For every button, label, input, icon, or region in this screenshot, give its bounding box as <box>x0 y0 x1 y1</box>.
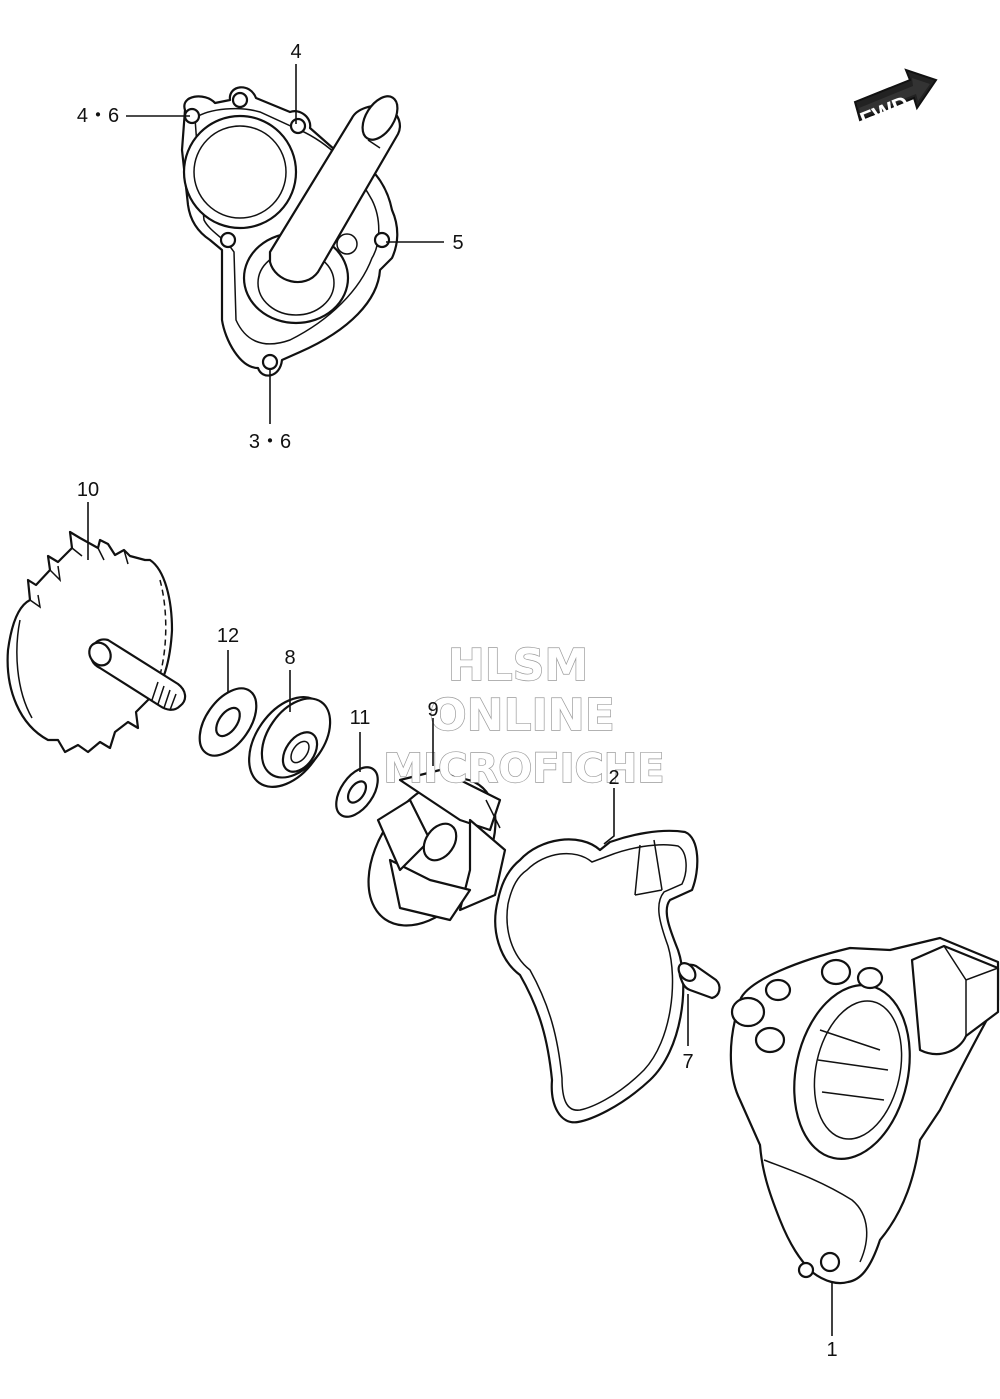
callout-2: 2 <box>608 767 619 789</box>
pump-drive-gear <box>6 530 187 754</box>
callout-4: 4 <box>290 41 301 63</box>
callout-10: 10 <box>77 479 99 501</box>
leader-lines <box>87 64 833 1336</box>
callout-4-6: 4・6 <box>77 105 119 127</box>
watermark-line-2: ONLINE <box>429 690 615 741</box>
washer <box>198 687 258 757</box>
pump-gasket <box>494 829 699 1124</box>
fwd-arrow-icon: FWD <box>853 68 938 133</box>
callout-11: 11 <box>350 707 371 729</box>
callout-12: 12 <box>217 625 239 647</box>
pump-cover <box>180 86 401 377</box>
callout-labels: 4 4・6 5 3・6 10 12 8 11 9 2 7 1 <box>77 41 838 1361</box>
callout-1: 1 <box>826 1339 837 1361</box>
watermark: HLSM ONLINE MICROFICHE <box>383 639 666 792</box>
small-washer <box>335 766 379 818</box>
callout-9: 9 <box>427 699 438 721</box>
callout-8: 8 <box>284 647 295 669</box>
pump-body <box>729 936 1000 1285</box>
mechanical-seal <box>248 696 332 788</box>
watermark-line-1: HLSM <box>448 640 588 691</box>
callout-5: 5 <box>452 232 463 254</box>
watermark-line-3: MICROFICHE <box>383 746 664 792</box>
impeller <box>367 768 507 927</box>
callout-7: 7 <box>682 1051 693 1073</box>
callout-3-6: 3・6 <box>249 431 291 453</box>
dowel-pin <box>677 962 721 1000</box>
